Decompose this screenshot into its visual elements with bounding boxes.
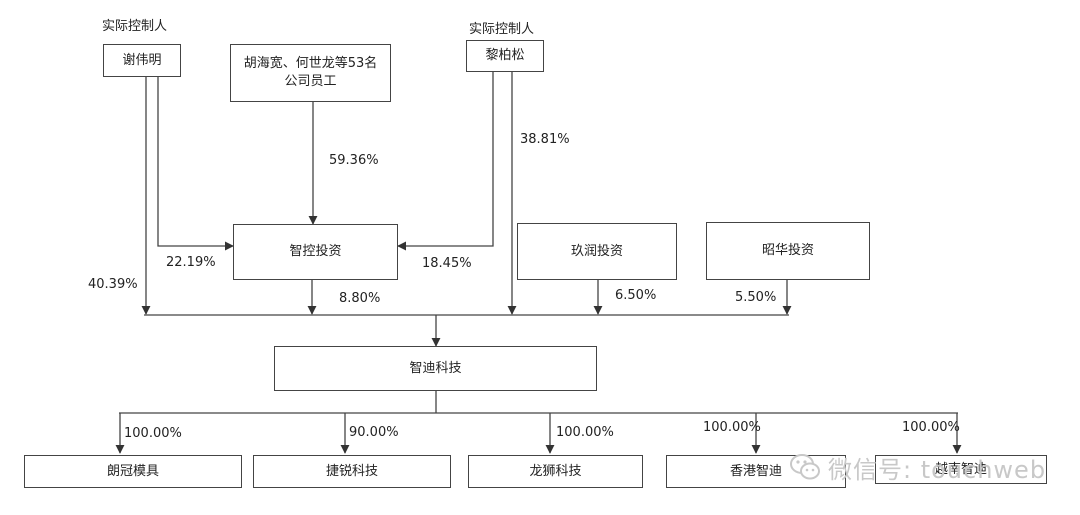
wechat-icon <box>790 454 820 480</box>
pct-zhidi-jierui: 90.00% <box>349 425 399 440</box>
pct-zhidi-langguan: 100.00% <box>124 426 182 441</box>
entity-xie: 谢伟明 <box>103 44 181 77</box>
pct-xie-zhikong: 22.19% <box>166 255 216 270</box>
pct-jiurun-zhidi: 6.50% <box>615 288 657 303</box>
watermark: 微信号: touchweb <box>788 450 1046 484</box>
entity-jiurun: 玖润投资 <box>517 223 677 280</box>
edge-li-zhikong <box>397 71 494 251</box>
entity-zhidi: 智迪科技 <box>274 346 597 391</box>
pct-staff-zhikong: 59.36% <box>329 153 379 168</box>
pct-zhikong-zhidi: 8.80% <box>339 291 381 306</box>
pct-xie-zhidi: 40.39% <box>88 277 138 292</box>
entity-longshi: 龙狮科技 <box>468 455 643 488</box>
entity-staff: 胡海宽、何世龙等53名公司员工 <box>230 44 391 102</box>
pct-zhidi-longshi: 100.00% <box>556 425 614 440</box>
controller-label-right: 实际控制人 <box>469 22 535 37</box>
controller-label-left: 实际控制人 <box>102 19 168 34</box>
watermark-text: 微信号: touchweb <box>828 455 1047 484</box>
entity-zhikong: 智控投资 <box>233 224 398 280</box>
pct-zhidi-fifth: 100.00% <box>902 420 960 435</box>
entity-fifth: 越南智迪 <box>875 455 1047 484</box>
pct-li-zhikong: 18.45% <box>422 256 472 271</box>
entity-li: 黎柏松 <box>466 40 544 72</box>
entity-langguan: 朗冠模具 <box>24 455 242 488</box>
entity-jierui: 捷锐科技 <box>253 455 451 488</box>
pct-zhidi-hk: 100.00% <box>703 420 761 435</box>
pct-li-zhidi: 38.81% <box>520 132 570 147</box>
edge-xie-zhikong <box>157 76 234 251</box>
entity-zhaohua: 昭华投资 <box>706 222 870 280</box>
pct-zhaohua-zhidi: 5.50% <box>735 290 777 305</box>
